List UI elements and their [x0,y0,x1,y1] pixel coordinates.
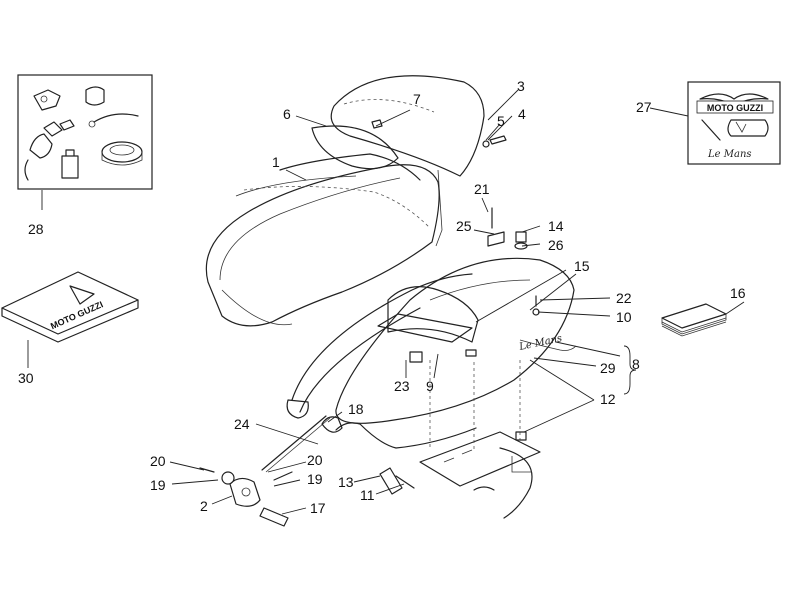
callout-15: 15 [574,258,590,274]
seat-cowl [311,75,485,247]
rider-seat [205,153,440,327]
callout-4: 4 [518,106,526,122]
callout-16: 16 [730,285,746,301]
callout-8: 8 [632,356,640,372]
callout-29: 29 [600,360,616,376]
pad-stack [661,303,727,337]
callout-22: 22 [616,290,632,306]
callout-19-left: 19 [150,477,166,493]
callout-20-right: 20 [307,452,323,468]
callout-9: 9 [426,378,434,394]
callout-10: 10 [616,309,632,325]
seat-lock [221,415,343,527]
decal-model-script: Le Mans [707,149,752,160]
callout-25: 25 [456,218,472,234]
decal-brand-text: MOTO GUZZI [707,103,763,113]
callout-18: 18 [348,401,364,417]
svg-text:Le Mans: Le Mans [517,333,563,353]
callout-7: 7 [413,91,421,107]
manual-booklet: MOTO GUZZI [1,271,139,343]
callout-30: 30 [18,370,34,386]
subframe-assembly [419,360,541,519]
callout-23: 23 [394,378,410,394]
callout-12: 12 [600,391,616,407]
leader-lines [27,89,745,515]
callout-1: 1 [272,154,280,170]
callout-20-left: 20 [150,453,166,469]
callout-19-right: 19 [307,471,323,487]
callout-labels: 1 2 3 4 5 6 7 8 9 10 11 12 13 14 15 16 1… [18,78,746,516]
callout-17: 17 [310,500,326,516]
tail-frame: Le Mans [286,257,577,449]
callout-27: 27 [636,99,652,115]
callout-21: 21 [474,181,490,197]
callout-5: 5 [497,113,505,129]
callout-28: 28 [28,221,44,237]
lock-kit-inset [17,74,153,190]
hardware [199,119,540,495]
callout-3: 3 [517,78,525,94]
callout-6: 6 [283,106,291,122]
callout-14: 14 [548,218,564,234]
callout-13: 13 [338,474,354,490]
decal-kit-inset: MOTO GUZZI Le Mans [687,81,781,165]
callout-2: 2 [200,498,208,514]
callout-11: 11 [360,487,375,503]
callout-24: 24 [234,416,250,432]
callout-26: 26 [548,237,564,253]
